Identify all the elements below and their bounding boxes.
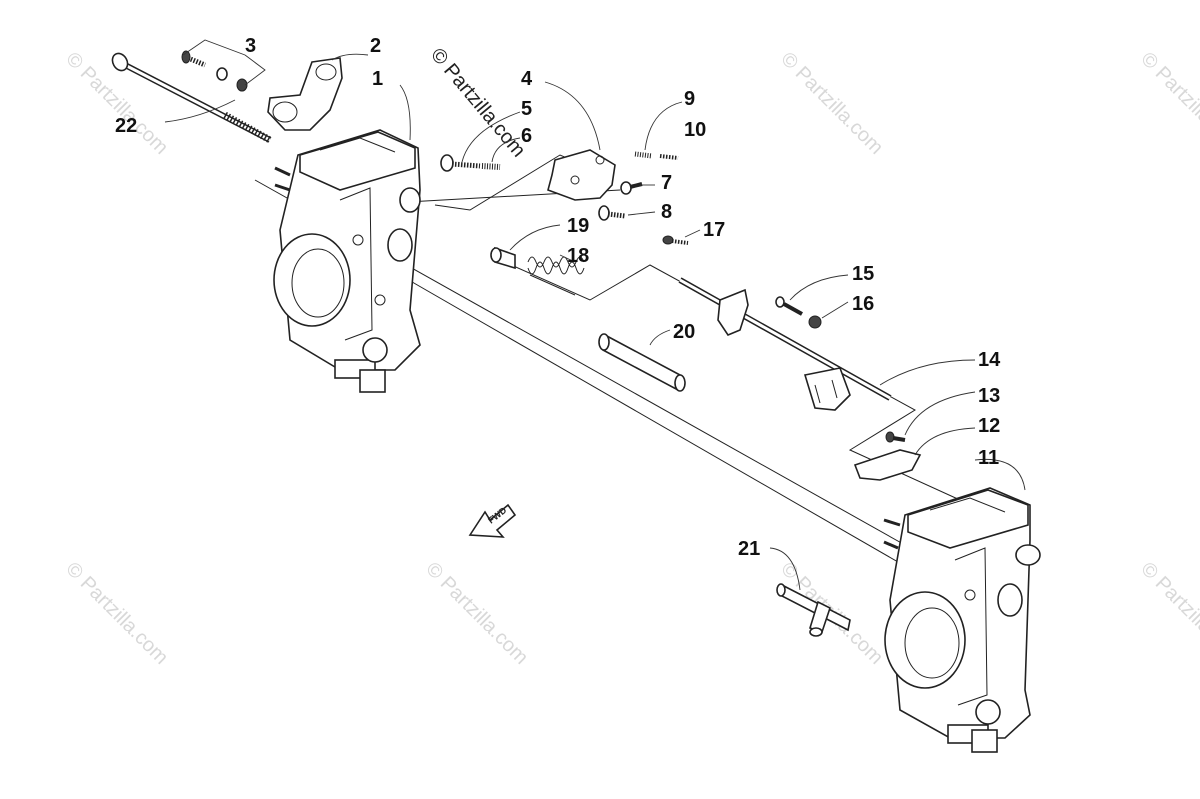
callout-8: 8 (661, 201, 672, 223)
callout-17: 17 (703, 219, 725, 241)
callout-2: 2 (370, 35, 381, 57)
bushing-19 (490, 246, 516, 270)
screw-17 (662, 235, 689, 245)
screw-13 (885, 431, 906, 443)
callout-10: 10 (684, 119, 706, 141)
callout-22: 22 (115, 115, 137, 137)
screw-8 (598, 205, 626, 221)
watermark-text: © Partzilla.com (1136, 48, 1200, 159)
callout-15: 15 (852, 263, 874, 285)
callout-numbers: 1 2 3 4 5 6 7 8 9 10 11 12 13 14 15 16 1… (115, 35, 1001, 560)
callout-21: 21 (738, 538, 760, 560)
spring-6 (481, 163, 501, 170)
spring-18 (527, 256, 585, 296)
carburetor-left-1 (273, 129, 421, 393)
callout-6: 6 (521, 125, 532, 147)
callout-14: 14 (978, 349, 1001, 371)
callout-16: 16 (852, 293, 874, 315)
screw-7 (620, 181, 643, 195)
screw-and-washers-3 (181, 50, 248, 92)
nut-16 (808, 315, 822, 329)
screw-5 (440, 154, 481, 172)
throttle-shaft-14 (678, 277, 892, 411)
callout-13: 13 (978, 385, 1000, 407)
carburetor-right-11 (883, 487, 1041, 753)
bracket-12 (853, 449, 922, 481)
throttle-cam-2 (267, 57, 343, 131)
sleeve-20 (598, 333, 686, 392)
leader-lines (164, 39, 1026, 591)
callout-20: 20 (673, 321, 695, 343)
watermark-text: © Partzilla.com (1136, 558, 1200, 669)
callout-1: 1 (372, 68, 383, 90)
screw-15 (775, 296, 803, 316)
callout-5: 5 (521, 98, 532, 120)
forward-direction-arrow: FWD (468, 503, 517, 538)
bracket-4 (547, 149, 616, 201)
spring-9 (634, 151, 653, 159)
callout-3: 3 (245, 35, 256, 57)
callout-9: 9 (684, 88, 695, 110)
screw-10 (659, 154, 679, 160)
callout-18: 18 (567, 245, 589, 267)
callout-12: 12 (978, 415, 1000, 437)
callout-19: 19 (567, 215, 589, 237)
t-fitting-21 (776, 583, 851, 637)
copyright-text: © Partzilla.com (426, 44, 529, 161)
screw-22 (111, 52, 272, 144)
watermark-text: © Partzilla.com (421, 558, 532, 669)
watermark-text: © Partzilla.com (776, 48, 887, 159)
callout-7: 7 (661, 172, 672, 194)
callout-4: 4 (521, 68, 533, 90)
watermark-text: © Partzilla.com (61, 558, 172, 669)
callout-11: 11 (978, 447, 999, 469)
